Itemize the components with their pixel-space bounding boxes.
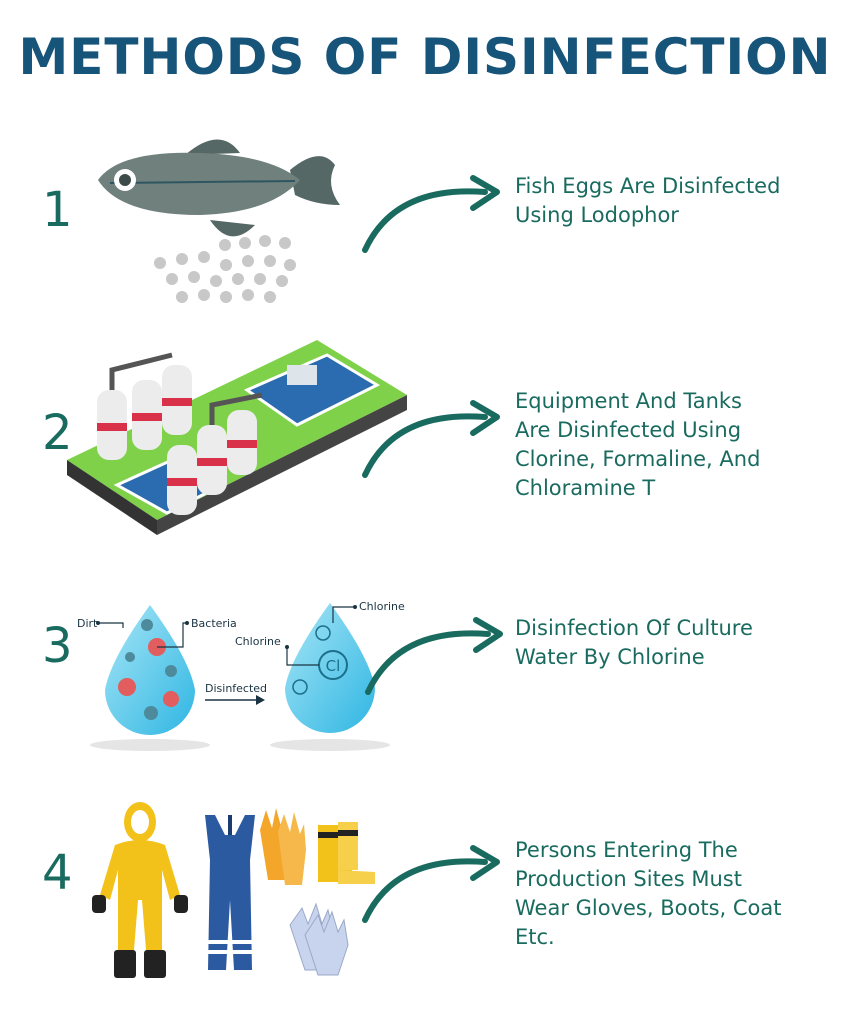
step-number: 2 — [42, 405, 73, 461]
step-description: Equipment And Tanks Are Disinfected Usin… — [515, 389, 761, 500]
step-description: Persons Entering The Production Sites Mu… — [515, 838, 782, 949]
step-number: 3 — [42, 618, 73, 674]
chlorine-symbol: Cl — [326, 657, 341, 675]
fish-with-eggs-icon — [98, 139, 340, 303]
protective-gear-icon — [92, 802, 375, 978]
overalls-icon — [205, 815, 255, 970]
arrow-icon — [362, 175, 500, 253]
orange-gloves-icon — [260, 808, 306, 885]
chlorine-label-top: Chlorine — [359, 600, 405, 613]
bacteria-label: Bacteria — [191, 617, 237, 630]
step-number: 4 — [42, 845, 73, 901]
water-drops-icon: Dirt Bacteria Disinfected Cl Chlorine Ch… — [77, 600, 405, 751]
eggs-icon — [154, 235, 296, 303]
arrow-icon — [362, 845, 500, 923]
treatment-plant-icon — [67, 340, 407, 535]
tank-cylinders — [97, 365, 257, 515]
chlorine-label-left: Chlorine — [235, 635, 281, 648]
arrow-icon — [365, 617, 503, 695]
boots-icon — [318, 822, 375, 884]
protective-suit-icon — [92, 802, 188, 978]
step-description: Fish Eggs Are Disinfected Using Lodophor — [515, 174, 781, 227]
arrow-icon — [362, 400, 500, 478]
latex-gloves-icon — [289, 902, 349, 976]
clean-drop-icon — [285, 603, 375, 733]
step-description: Disinfection Of Culture Water By Chlorin… — [515, 616, 753, 669]
disinfected-label: Disinfected — [205, 682, 267, 695]
step-number: 1 — [42, 182, 73, 238]
dirt-label: Dirt — [77, 617, 98, 630]
page-title: METHODS OF DISINFECTION — [18, 28, 832, 86]
